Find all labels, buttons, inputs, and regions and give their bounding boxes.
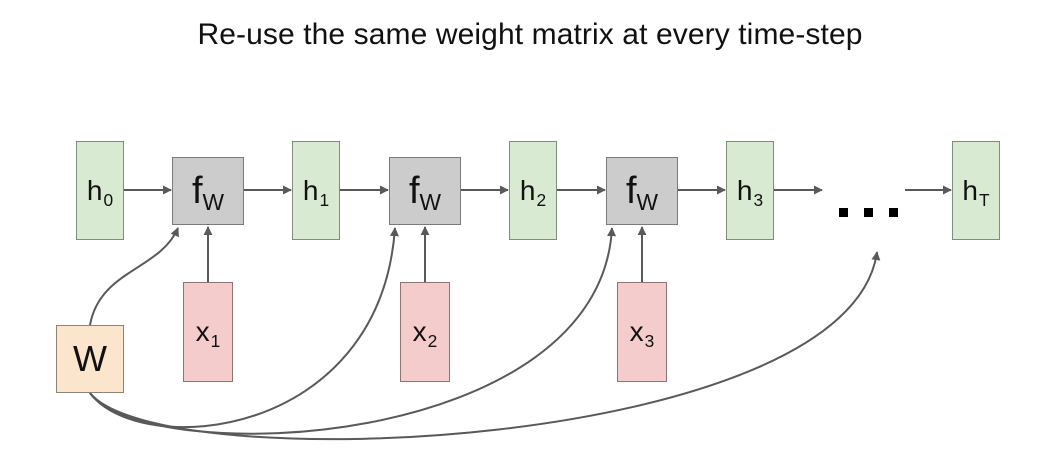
function-fw-2: fW [389,157,461,225]
hidden-state-h1: h1 [292,141,340,240]
ellipsis-dot-1 [839,208,848,217]
function-fw-3: fW [606,157,678,225]
hidden-state-h2: h2 [509,141,557,240]
curve-w-next [89,251,881,441]
curve-w-f2 [89,227,399,429]
input-x3: x3 [617,282,667,382]
hidden-state-h0: h0 [76,141,124,240]
curve-w-f3 [89,227,617,435]
ellipsis-dot-2 [864,208,873,217]
hidden-state-hT: hT [952,141,1000,240]
diagram-title: Re-use the same weight matrix at every t… [197,18,863,51]
weight-matrix-w: W [56,325,124,393]
input-x1: x1 [183,282,233,382]
input-x2: x2 [400,282,450,382]
hidden-state-h3: h3 [726,141,774,240]
curve-w-f1 [89,227,179,326]
ellipsis-dot-3 [889,208,898,217]
function-fw-1: fW [172,157,244,225]
